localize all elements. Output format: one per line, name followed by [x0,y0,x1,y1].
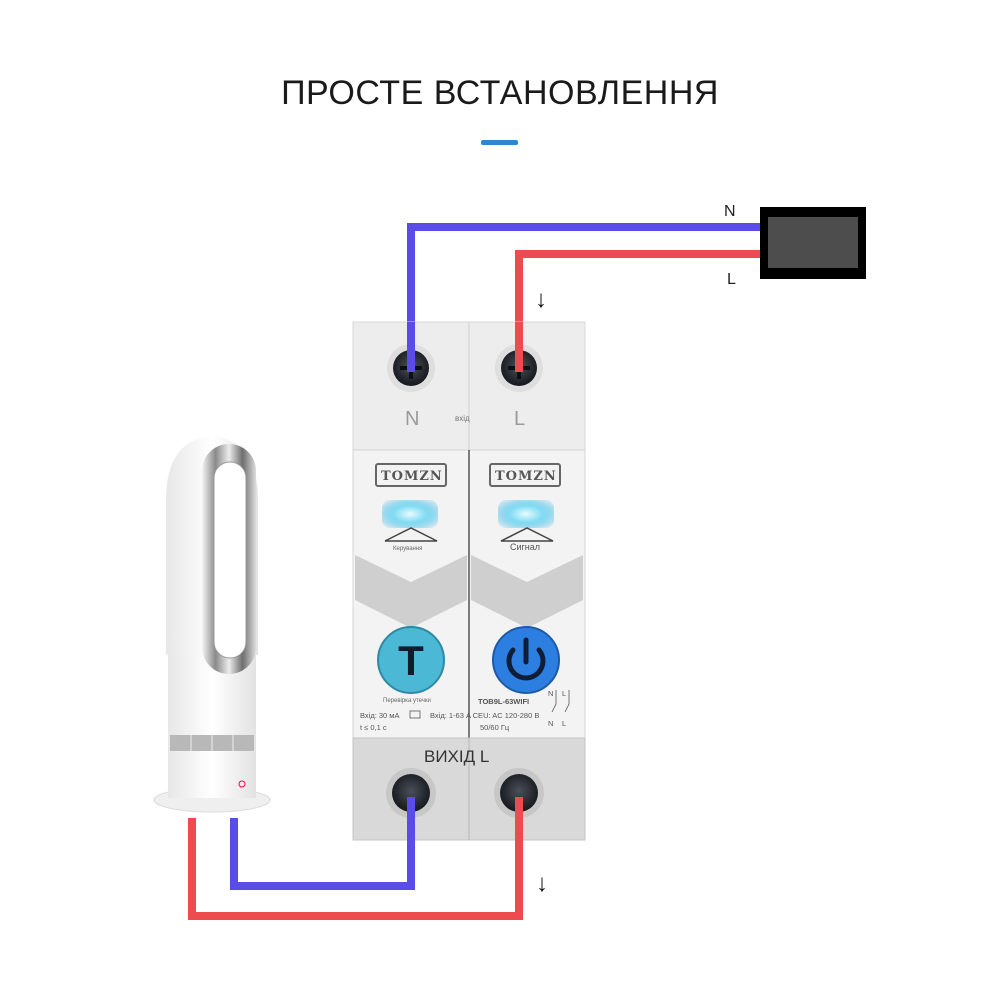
breaker-input-block [352,321,586,451]
power-source [760,207,866,279]
indicator-arrow-icon [384,527,438,542]
neutral-wire-output [230,797,415,890]
fan-pedestal [168,650,256,798]
wifi-spec-2: 50/60 Гц [480,723,510,732]
module-wifi: TOMZN Сигнал TOB9L-63WIFI Вхід: 1-63 A C… [430,463,570,732]
input-caption: вхід [455,414,470,423]
fan-heater-load [153,436,271,813]
svg-text:N: N [548,719,553,728]
contact-schematic: N L N L [548,689,570,728]
indicator-led [382,500,438,528]
breaker-body [352,449,586,739]
live-output-screw [500,774,538,812]
indicator-label: Керування [393,546,422,552]
svg-text:L: L [562,719,566,728]
module-rcd: TOMZN Керування T Перевірка утечки Вхід:… [360,463,447,732]
test-button[interactable] [377,626,445,694]
title-accent-bar [481,140,518,145]
neutral-wire-input [407,223,760,368]
rcd-spec-1: Вхід: 30 мА [360,711,399,720]
svg-text:N: N [548,689,553,698]
brand-name: TOMZN [495,469,557,484]
brand-name: TOMZN [381,469,443,484]
live-wire-output [188,797,523,920]
brand-logo [375,463,447,487]
signal-led [498,500,554,528]
test-button-caption: Перевірка утечки [383,698,431,704]
model-number: TOB9L-63WIFI [478,697,529,706]
brand-logo [489,463,561,487]
output-caption: ВИХІД L [424,747,489,766]
output-flow-arrow: ↓ [536,870,548,897]
input-flow-arrow: ↓ [535,286,547,313]
rcd-spec-2: t ≤ 0,1 с [360,723,387,732]
fan-loop-aperture [213,461,247,659]
breaker-output-block [352,737,586,841]
signal-label: Сигнал [510,542,540,552]
source-live-label: L [727,271,736,288]
page-title: ПРОСТЕ ВСТАНОВЛЕННЯ [281,74,719,112]
input-terminal-n: N [405,408,419,430]
neutral-output-screw [392,774,430,812]
wifi-spec-1: Вхід: 1-63 A CEU: AC 120-280 В [430,711,539,720]
input-terminal-l: L [514,408,525,430]
power-icon [506,637,546,681]
test-button-glyph: T [398,637,424,684]
fan-power-icon [238,780,246,788]
svg-text:L: L [562,689,566,698]
source-neutral-label: N [724,203,736,220]
indicator-arrow-icon [500,527,554,542]
